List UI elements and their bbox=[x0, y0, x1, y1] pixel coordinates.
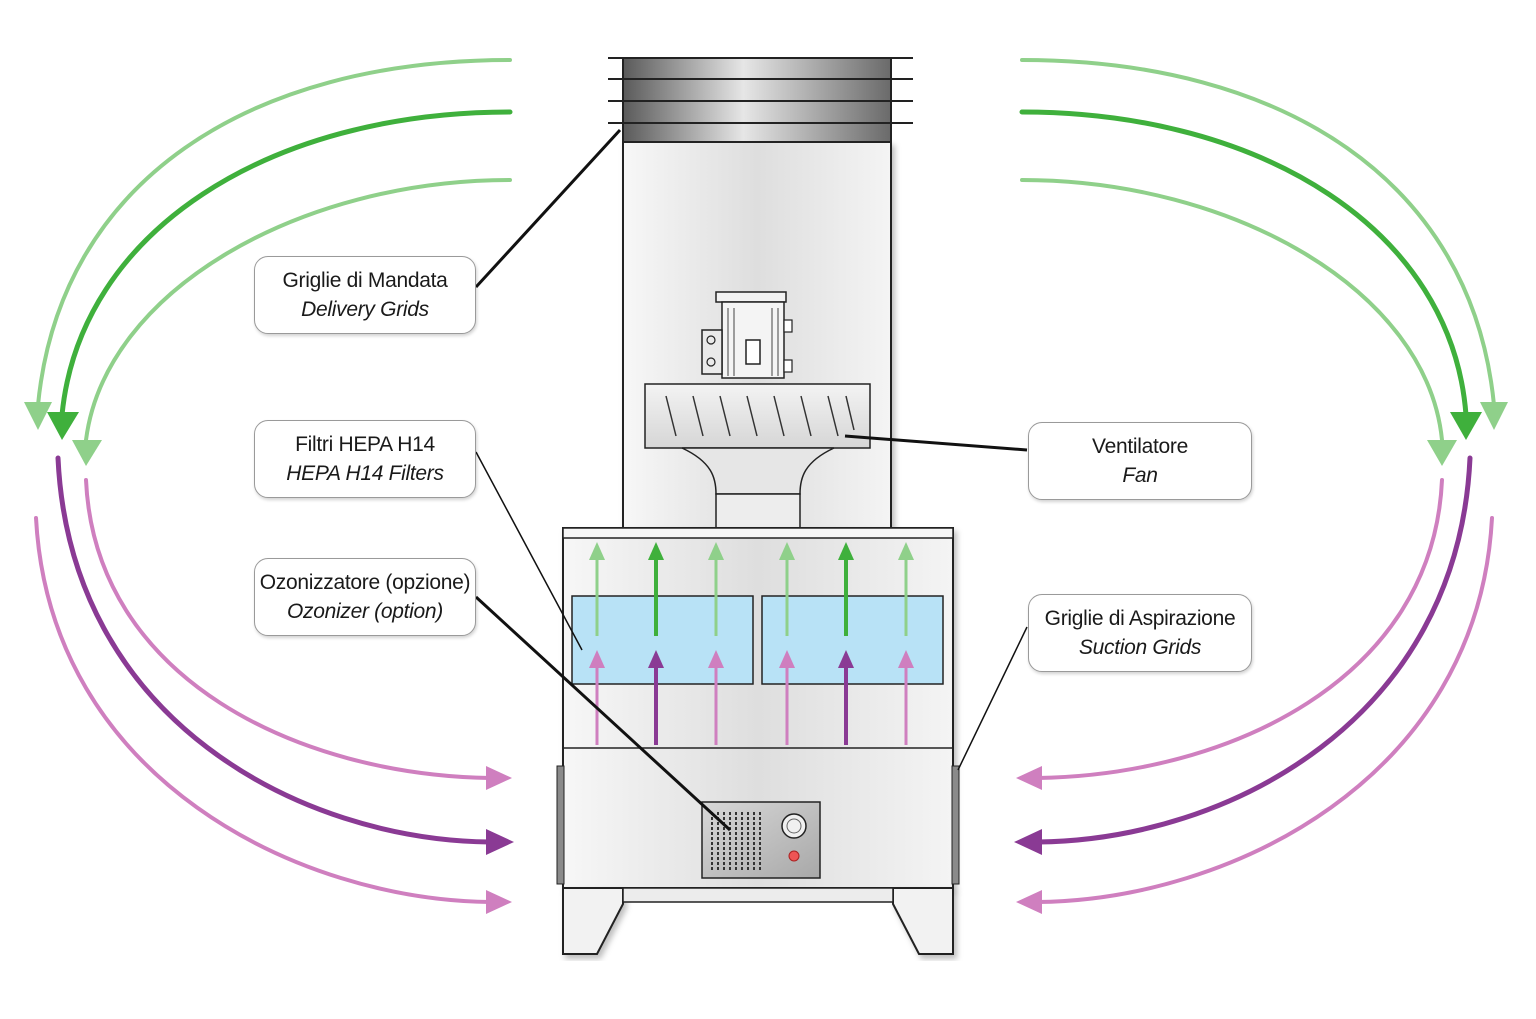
leader-lines bbox=[474, 128, 1028, 832]
purple-airflow-left bbox=[34, 455, 493, 904]
label-delivery-grids: Griglie di Mandata Delivery Grids bbox=[254, 256, 476, 334]
airflow-arrow-icon bbox=[779, 650, 795, 745]
label-ozonizer: Ozonizzatore (opzione) Ozonizer (option) bbox=[254, 558, 476, 636]
green-arrowheads-left bbox=[24, 402, 102, 466]
airflow-arrow-icon bbox=[648, 650, 664, 745]
airflow-arrow-icon bbox=[589, 542, 605, 636]
airflow-arrow-icon bbox=[838, 650, 854, 745]
fan-impeller-icon bbox=[644, 383, 871, 529]
label-hepa-en: HEPA H14 Filters bbox=[286, 462, 444, 485]
ozonizer-unit-icon bbox=[701, 801, 821, 879]
hepa-filter-icon bbox=[571, 595, 944, 685]
suction-grid-icon bbox=[556, 765, 960, 885]
airflow-arrow-icon bbox=[779, 542, 795, 636]
airflow-arrow-icon bbox=[898, 650, 914, 745]
purple-airflow-right bbox=[1035, 455, 1494, 904]
label-suction-grids: Griglie di Aspirazione Suction Grids bbox=[1028, 594, 1252, 672]
airflow-arrow-icon bbox=[898, 542, 914, 636]
cabinet-feet bbox=[562, 887, 954, 955]
airflow-arrow-icon bbox=[838, 542, 854, 636]
purple-arrowheads-right bbox=[1014, 766, 1042, 914]
label-ozonizer-it: Ozonizzatore (opzione) bbox=[259, 571, 471, 594]
delivery-grid-icon bbox=[608, 57, 913, 143]
label-fan-it: Ventilatore bbox=[1092, 435, 1188, 458]
label-delivery-it: Griglie di Mandata bbox=[282, 269, 448, 292]
label-suction-it: Griglie di Aspirazione bbox=[1044, 607, 1236, 630]
green-arrowheads-right bbox=[1427, 402, 1508, 466]
cabinet-base bbox=[622, 887, 894, 903]
label-delivery-en: Delivery Grids bbox=[301, 298, 429, 321]
fan-motor-icon bbox=[701, 291, 793, 379]
label-hepa-it: Filtri HEPA H14 bbox=[295, 433, 435, 456]
green-airflow-left bbox=[36, 58, 513, 442]
airflow-arrow-icon bbox=[648, 542, 664, 636]
airflow-arrow-icon bbox=[708, 542, 724, 636]
cabinet-top-rim bbox=[562, 527, 954, 539]
label-suction-en: Suction Grids bbox=[1078, 636, 1202, 659]
label-fan-en: Fan bbox=[1122, 464, 1158, 487]
green-airflow-right bbox=[1019, 58, 1496, 442]
airflow-arrow-icon bbox=[589, 650, 605, 745]
purple-arrowheads-left bbox=[486, 766, 514, 914]
airflow-arrow-icon bbox=[708, 650, 724, 745]
label-fan: Ventilatore Fan bbox=[1028, 422, 1252, 500]
label-hepa-filters: Filtri HEPA H14 HEPA H14 Filters bbox=[254, 420, 476, 498]
label-ozonizer-en: Ozonizer (option) bbox=[287, 600, 443, 623]
internal-airflow bbox=[589, 542, 914, 745]
